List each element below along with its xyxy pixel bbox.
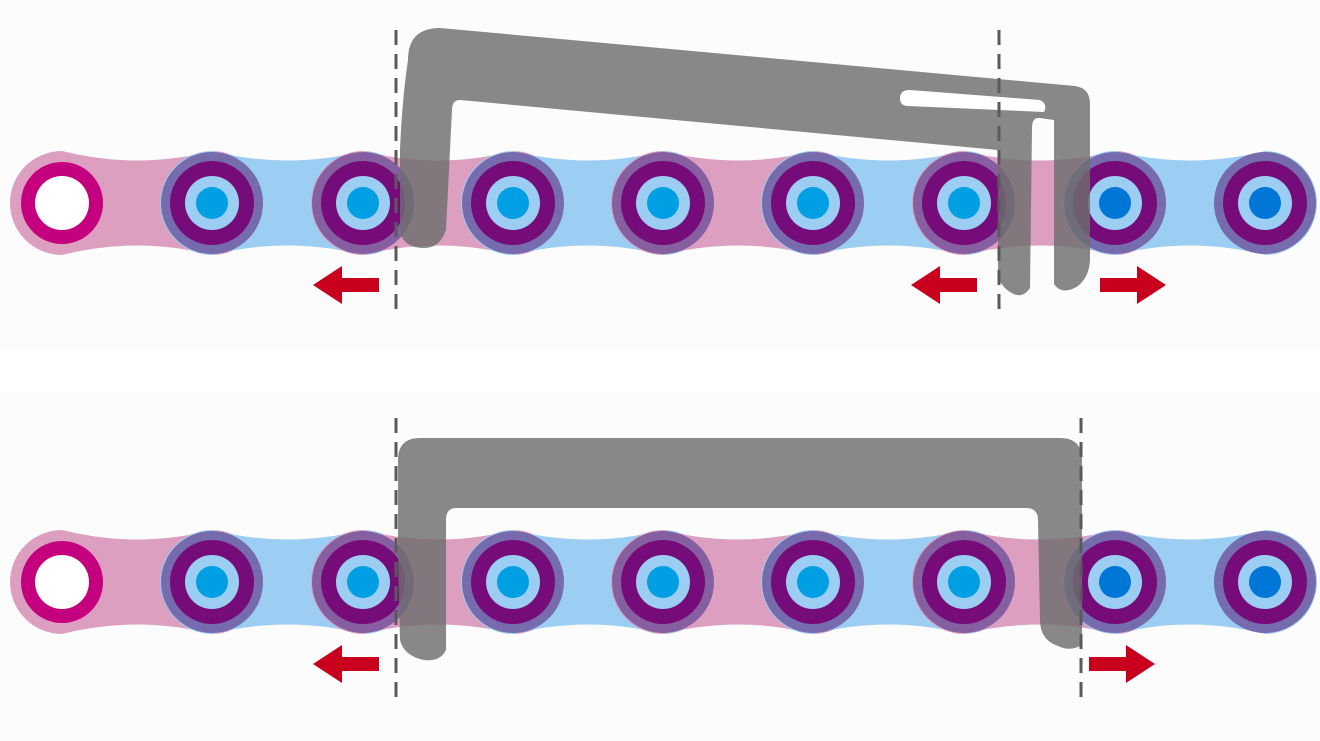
chain-pin (1099, 187, 1131, 219)
top-chain-tool (10, 28, 1317, 312)
chain-pin (497, 187, 529, 219)
chain-pin (347, 187, 379, 219)
bottom-chain-tool (10, 418, 1317, 700)
end-link-hole (35, 176, 89, 230)
chain-pin (196, 187, 228, 219)
chain-pin (196, 566, 228, 598)
arrow-left-icon (313, 266, 379, 304)
arrow-left-icon (911, 266, 977, 304)
arrow-right-icon (1100, 266, 1166, 304)
chain-tool-body (398, 438, 1082, 661)
arrow-left-icon (313, 645, 379, 683)
chain-pin (497, 566, 529, 598)
chain-pin (948, 566, 980, 598)
chain-pin (1099, 566, 1131, 598)
chain-pin (1249, 566, 1281, 598)
arrow-right-icon (1089, 645, 1155, 683)
end-link-hole (35, 555, 89, 609)
tool-slot (900, 90, 1046, 112)
chain-pin (1249, 187, 1281, 219)
chain-pin (347, 566, 379, 598)
chain-pin (647, 566, 679, 598)
chain-pin (647, 187, 679, 219)
chain-pin (797, 187, 829, 219)
chain-pin (797, 566, 829, 598)
chain-pin (948, 187, 980, 219)
